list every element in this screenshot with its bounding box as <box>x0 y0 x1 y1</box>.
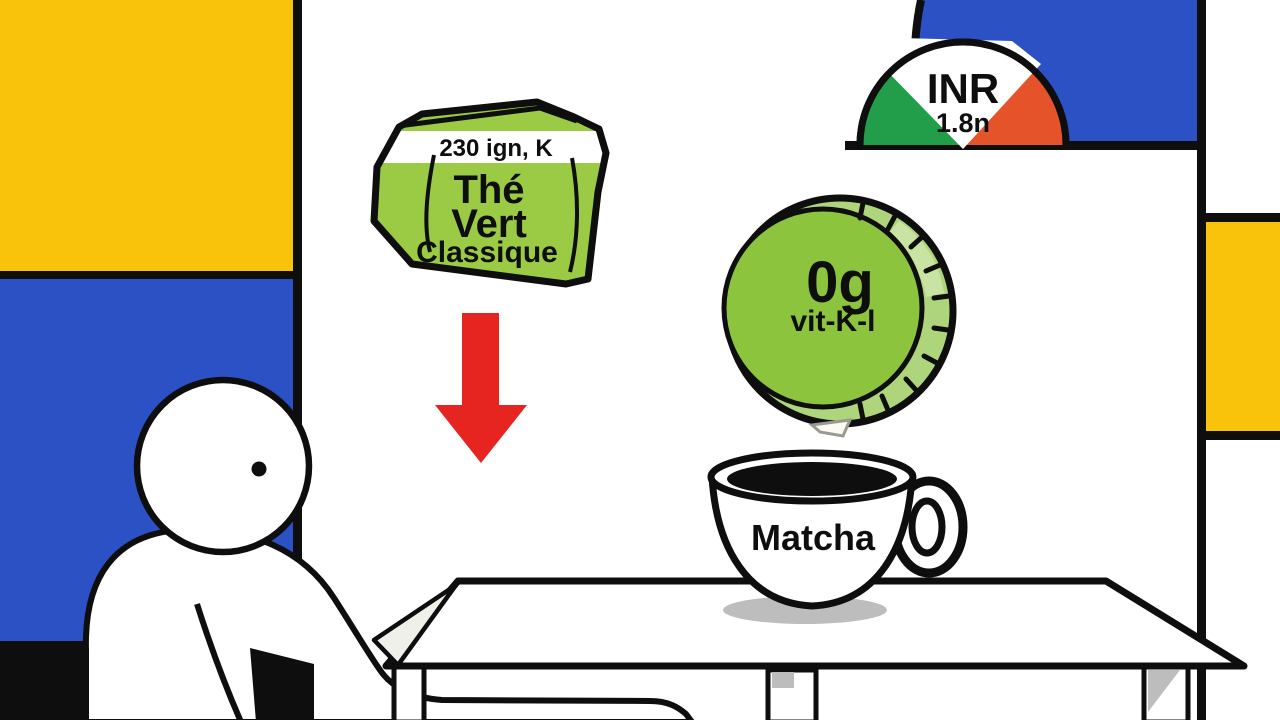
left-yellow-block <box>0 0 293 271</box>
package-outline <box>370 98 610 288</box>
package-white-band <box>374 131 606 163</box>
coin-label: vit-K-l <box>791 305 876 338</box>
gauge-title: INR <box>927 65 999 112</box>
coin-amount: 0g <box>806 250 874 315</box>
inr-gauge: INR 1.8n <box>845 38 1203 150</box>
package-top-fold-line <box>397 105 578 129</box>
person-body <box>82 526 695 720</box>
matcha-cup: Matcha <box>707 449 968 624</box>
gauge-needle-wedge <box>884 38 1041 149</box>
cup-body <box>708 472 916 610</box>
right-panel-border <box>1197 0 1206 720</box>
cup-handle-hole <box>908 497 946 557</box>
person-arm-gap-shadow <box>250 648 314 720</box>
right-yellow-block <box>1206 222 1280 431</box>
left-panel-border <box>293 0 302 720</box>
coin-face <box>721 206 925 410</box>
table-leg-left <box>391 661 427 720</box>
person-figure <box>82 376 695 720</box>
cup-shadow <box>723 596 887 624</box>
package-left-crease <box>424 154 436 253</box>
table-leg-right-shading <box>1148 670 1180 712</box>
cup-tea-surface <box>727 462 897 496</box>
coin-rim-highlight <box>886 221 944 297</box>
package-right-crease <box>568 157 580 273</box>
coin-edge-ticks <box>857 200 952 422</box>
right-divider-bottom <box>1206 431 1280 440</box>
left-horizontal-divider <box>0 271 293 279</box>
falling-shard <box>808 418 853 438</box>
person-head <box>133 376 313 556</box>
red-down-arrow-icon <box>435 313 527 463</box>
vitamin-k-coin: 0g vit-K-l <box>721 194 957 438</box>
tea-package: 230 ign, K Thé Vert Classique <box>370 98 610 288</box>
package-name-line1: Thé <box>453 168 524 212</box>
package-name-line2: Vert <box>451 202 527 246</box>
person-arm-line <box>194 603 244 720</box>
right-divider-top <box>1206 213 1280 222</box>
package-top-text: 230 ign, K <box>439 135 553 162</box>
person-eye-dot <box>251 461 267 477</box>
gauge-outline-arc <box>856 38 1070 146</box>
cup-label: Matcha <box>751 517 876 558</box>
gauge-red-zone <box>963 53 1067 145</box>
package-name-line3: Classique <box>416 236 558 269</box>
table-corner-flap <box>371 582 459 668</box>
table <box>371 577 1248 720</box>
gauge-value: 1.8n <box>936 108 990 138</box>
table-leg-middle-shading <box>772 672 794 688</box>
